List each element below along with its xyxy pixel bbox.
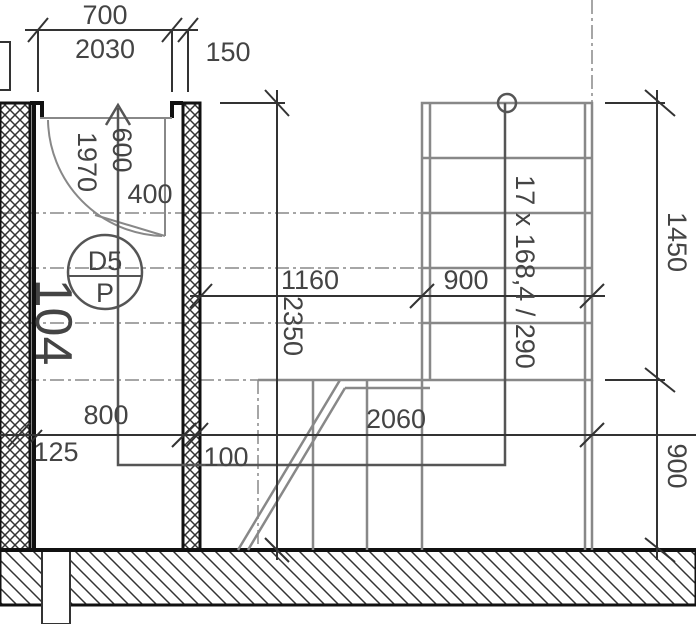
- door-tag-bottom: P: [96, 278, 114, 308]
- stair-spec: 17 x 168,4 / 290: [510, 175, 540, 369]
- room-number: 104: [24, 279, 82, 366]
- dim-1160: 1160: [281, 265, 339, 295]
- dim-1970: 1970: [72, 132, 102, 192]
- walk-line: [104, 92, 518, 467]
- dim-150: 150: [205, 37, 250, 67]
- dim-2030: 2030: [75, 34, 135, 64]
- dimension-lines: [0, 89, 696, 563]
- dim-1450: 1450: [662, 212, 692, 272]
- dim-900-stair: 900: [443, 265, 488, 295]
- door-tag-top: D5: [88, 246, 123, 276]
- walls: [0, 101, 696, 624]
- dim-100: 100: [203, 442, 248, 472]
- dim-2060: 2060: [366, 404, 426, 434]
- axis-lines: [0, 0, 593, 550]
- dim-2350: 2350: [278, 296, 308, 356]
- door-swing: [40, 117, 172, 237]
- top-dimension: [0, 17, 199, 92]
- dim-900-right: 900: [662, 443, 692, 488]
- dim-700: 700: [82, 0, 127, 30]
- dim-600: 600: [107, 127, 137, 172]
- door-tag: D5 P: [66, 233, 144, 311]
- dim-800: 800: [83, 400, 128, 430]
- dim-125: 125: [33, 437, 78, 467]
- dim-400: 400: [127, 179, 172, 209]
